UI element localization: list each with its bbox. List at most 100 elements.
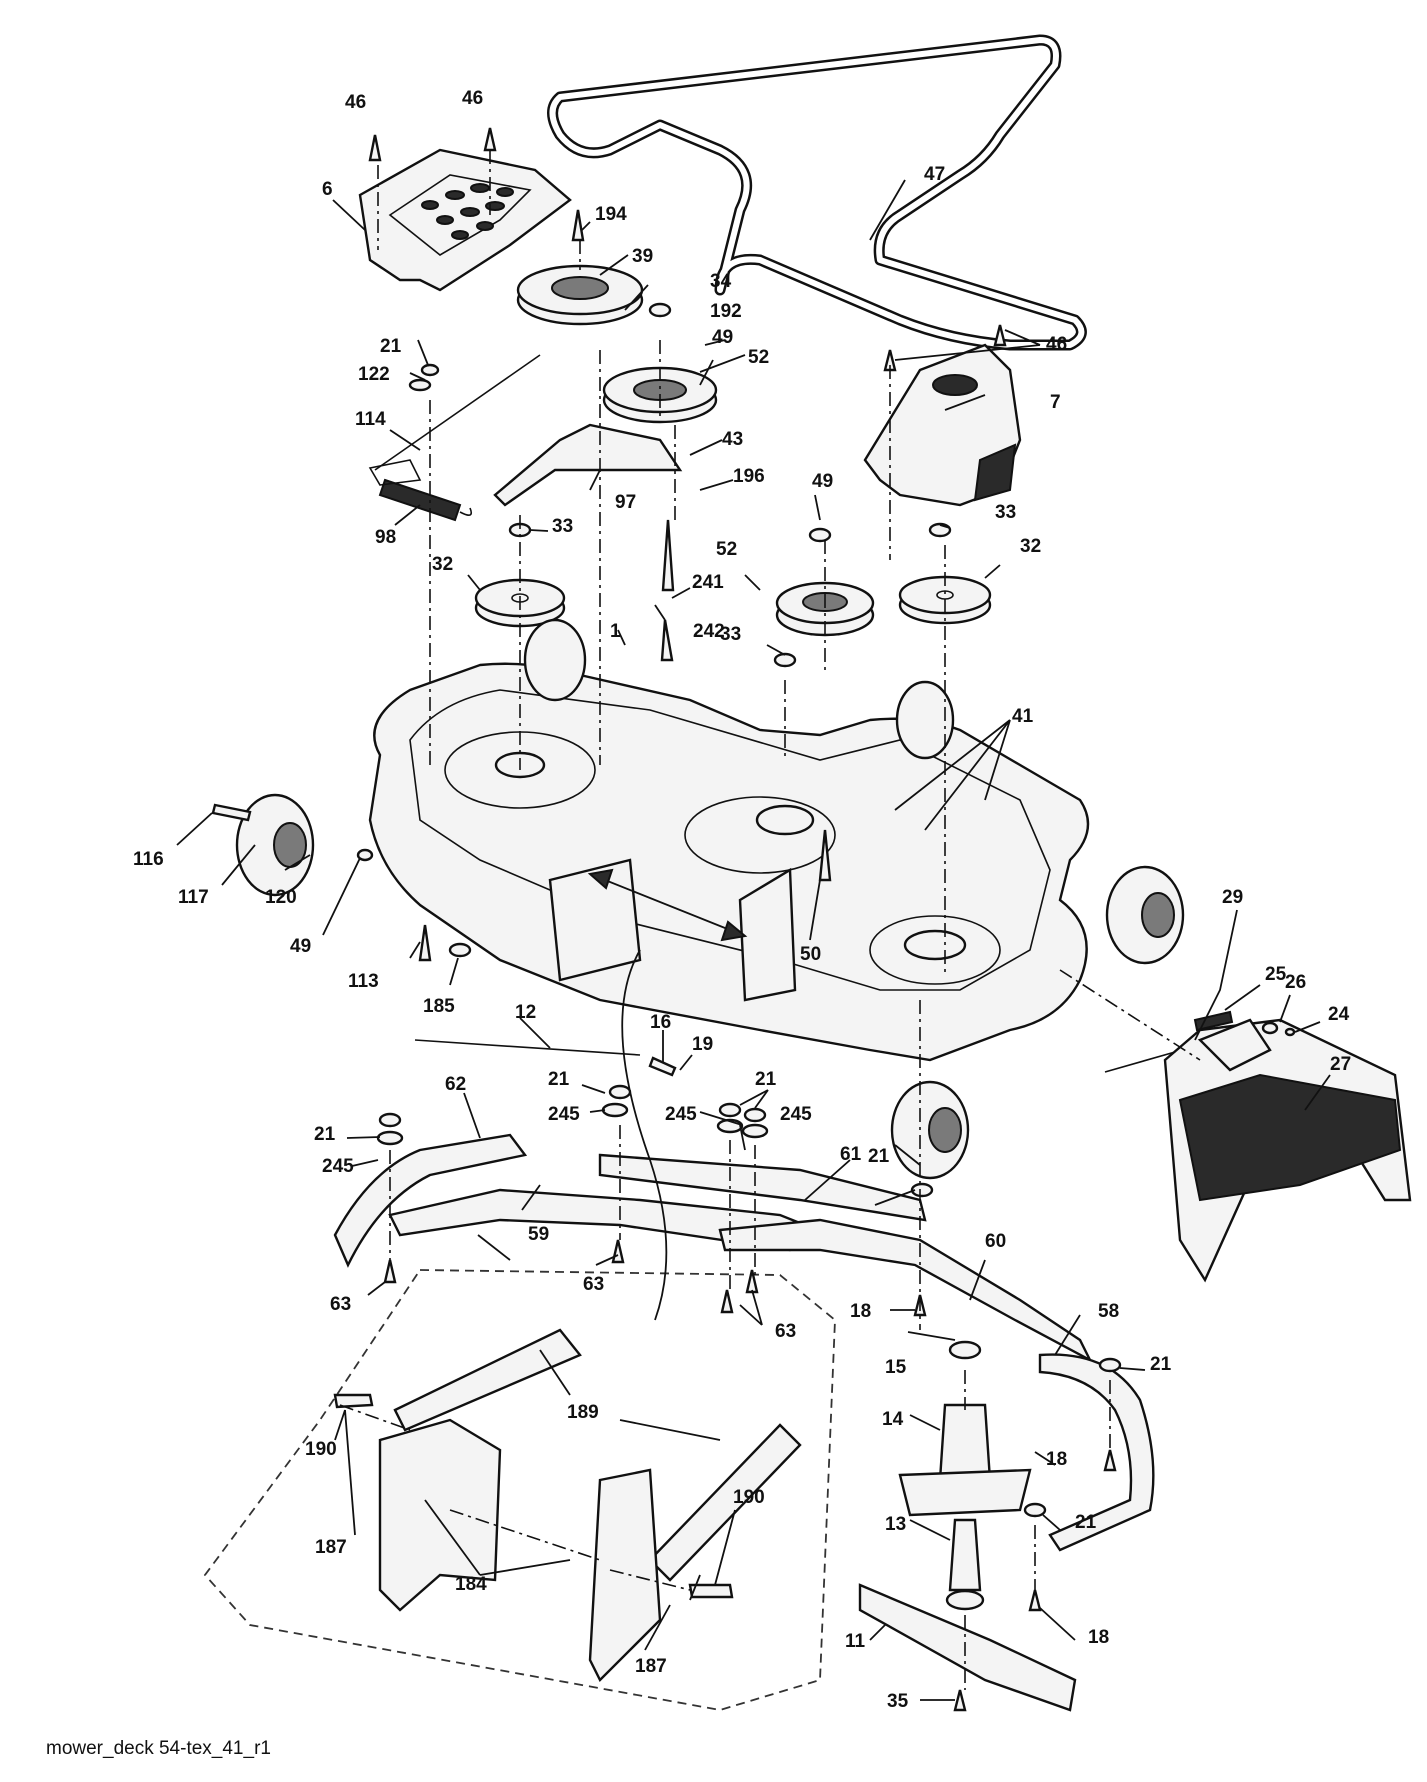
assembly-alignment-lines [339,150,1201,1690]
callout-59: 59 [528,1224,549,1245]
rear-hanger-bracket [1038,1353,1155,1552]
callout-242: 242 [693,621,725,642]
callout-187: 187 [315,1537,347,1558]
callout-46: 46 [345,92,366,113]
callout-50: 50 [800,944,821,965]
callout-47: 47 [924,164,945,185]
callout-21: 21 [1150,1354,1172,1375]
callout-7: 7 [1050,392,1061,413]
callout-18: 18 [1046,1449,1067,1470]
callout-24: 24 [1328,1004,1350,1025]
callout-35: 35 [887,1691,909,1712]
idler-arm [493,423,683,507]
gauge-wheel [890,1080,970,1180]
drive-belt [547,34,1087,351]
gauge-wheel [1105,865,1185,965]
callout-196: 196 [733,466,765,487]
callout-6: 6 [322,179,333,200]
callout-116: 116 [133,849,164,870]
callout-12: 12 [515,1002,536,1023]
callout-49: 49 [712,327,733,348]
callout-15: 15 [885,1357,907,1378]
callout-194: 194 [595,204,627,225]
callout-245: 245 [322,1156,354,1177]
idler-rod [368,354,541,486]
callout-185: 185 [423,996,455,1017]
callout-21: 21 [868,1146,890,1167]
callout-52: 52 [748,347,769,368]
callout-189: 189 [567,1402,599,1423]
callout-114: 114 [355,409,386,430]
callout-32: 32 [432,554,453,575]
callout-1: 1 [610,621,621,642]
callout-49: 49 [290,936,311,957]
callout-192: 192 [710,301,742,322]
tension-spring [378,478,473,522]
callout-34: 34 [710,271,732,292]
callout-120: 120 [265,887,297,908]
diagram-caption: mower_deck 54-tex_41_r1 [46,1738,271,1759]
callout-63: 63 [583,1274,604,1295]
callout-63: 63 [775,1321,796,1342]
callout-21: 21 [314,1124,336,1145]
idler-pulley [516,264,644,326]
callout-98: 98 [375,527,396,548]
callout-245: 245 [780,1104,812,1125]
callout-58: 58 [1098,1301,1119,1322]
callout-97: 97 [615,492,636,513]
callout-113: 113 [348,971,379,992]
callout-122: 122 [358,364,390,385]
callout-49: 49 [812,471,833,492]
callout-labels: 46 46 6 194 39 47 34 192 49 52 46 7 21 1… [133,88,1351,1712]
spindle-housing [898,1340,1032,1517]
front-hanger-bracket [333,1133,528,1268]
callout-18: 18 [1088,1627,1109,1648]
callout-11: 11 [845,1631,866,1652]
callout-21: 21 [755,1069,777,1090]
callout-43: 43 [722,429,743,450]
gauge-wheel [895,680,955,760]
callout-33: 33 [995,502,1016,523]
callout-33: 33 [552,516,573,537]
callout-27: 27 [1330,1054,1351,1075]
callout-52: 52 [716,539,737,560]
callout-245: 245 [548,1104,580,1125]
callout-21: 21 [380,336,402,357]
mower-blade [858,1583,1077,1712]
callout-63: 63 [330,1294,351,1315]
callout-190: 190 [305,1439,337,1460]
discharge-chute [1163,1018,1412,1283]
callout-14: 14 [882,1409,904,1430]
callout-13: 13 [885,1514,906,1535]
deck-mounting-kit [203,1269,836,1711]
callout-117: 117 [178,887,209,908]
gauge-wheel [523,618,587,702]
right-belt-cover [863,343,1022,507]
spindle-shaft [945,1518,985,1611]
callout-16: 16 [650,1012,671,1033]
callout-39: 39 [632,246,653,267]
callout-19: 19 [692,1034,713,1055]
callout-25: 25 [1265,964,1287,985]
adjustment-arrow [587,868,748,1321]
callout-245: 245 [665,1104,697,1125]
gauge-wheel [235,793,315,897]
callout-33: 33 [720,624,741,645]
callout-184: 184 [455,1574,487,1595]
callout-60: 60 [985,1231,1006,1252]
callout-46: 46 [462,88,483,109]
mower-deck [368,662,1090,1062]
callout-26: 26 [1285,972,1306,993]
callout-21: 21 [1075,1512,1097,1533]
callout-29: 29 [1222,887,1243,908]
callout-41: 41 [1012,706,1034,727]
callout-61: 61 [840,1144,862,1165]
left-belt-cover [358,148,572,292]
callout-241: 241 [692,572,724,593]
callout-46: 46 [1046,334,1067,355]
callout-32: 32 [1020,536,1041,557]
callout-190: 190 [733,1487,765,1508]
callout-21: 21 [548,1069,570,1090]
callout-62: 62 [445,1074,466,1095]
